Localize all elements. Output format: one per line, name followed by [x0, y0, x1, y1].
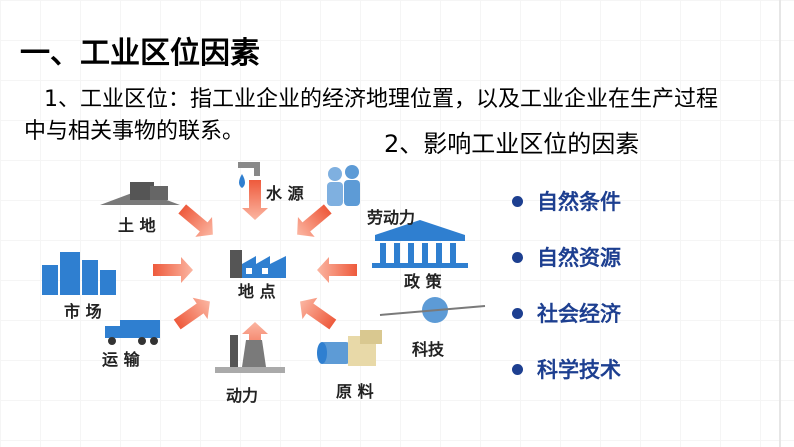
factor-label: 自然条件 [537, 190, 621, 214]
government-building-icon [372, 220, 468, 268]
raw-materials-icon [317, 330, 382, 366]
diagram-graphics [42, 162, 486, 373]
factor-label: 科学技术 [537, 358, 621, 382]
factor-item: 自然资源 [512, 229, 772, 285]
raw-material-label: 原 料 [336, 382, 374, 401]
land-label: 土 地 [118, 216, 156, 235]
factors-subheading: 2、影响工业区位的因素 [384, 130, 640, 158]
factor-item: 自然条件 [512, 173, 772, 229]
factor-item: 社会经济 [512, 285, 772, 341]
arrow-icon [153, 257, 193, 283]
factor-item: 科学技术 [512, 341, 772, 397]
city-icon [42, 252, 116, 295]
arrow-icon [297, 204, 332, 237]
page-edge-line [779, 0, 781, 447]
arrow-icon [242, 180, 268, 220]
definition-line-1: 1、工业区位：指工业企业的经济地理位置，以及工业企业在生产过程 [44, 87, 718, 112]
center-location-label: 地 点 [238, 282, 276, 301]
location-factors-diagram: 地 点 水 源 土 地 劳动力 政 策 市 场 科技 运 输 动力 原 料 [30, 160, 500, 405]
arrow-icon [317, 257, 357, 283]
factor-label: 自然资源 [537, 246, 621, 270]
arrow-icon [178, 204, 213, 237]
market-label: 市 场 [64, 302, 102, 321]
land-icon [100, 182, 180, 205]
policy-label: 政 策 [404, 272, 442, 291]
water-label: 水 源 [266, 184, 304, 203]
tech-label: 科技 [412, 340, 445, 359]
arrow-icon [300, 297, 337, 330]
power-label: 动力 [226, 386, 259, 405]
bullet-icon [512, 195, 523, 207]
arrow-icons [153, 180, 357, 362]
bullet-icon [512, 251, 523, 263]
truck-icon [105, 320, 160, 345]
factor-list: 自然条件 自然资源 社会经济 科学技术 [512, 173, 772, 397]
labor-icon [327, 165, 360, 206]
bullet-icon [512, 363, 523, 375]
water-icon [238, 162, 260, 188]
labor-label: 劳动力 [367, 208, 416, 227]
satellite-icon [379, 297, 486, 323]
page-title: 一、工业区位因素 [20, 36, 260, 71]
definition-line-2: 中与相关事物的联系。 [24, 119, 245, 144]
factory-icon [230, 250, 286, 278]
factor-label: 社会经济 [537, 302, 621, 326]
transport-label: 运 输 [102, 350, 140, 369]
definition-text: 1、工业区位：指工业企业的经济地理位置，以及工业企业在生产过程 中与相关事物的联… [24, 84, 764, 148]
arrow-icon [173, 297, 210, 330]
power-plant-icon [215, 335, 285, 373]
bullet-icon [512, 307, 523, 319]
